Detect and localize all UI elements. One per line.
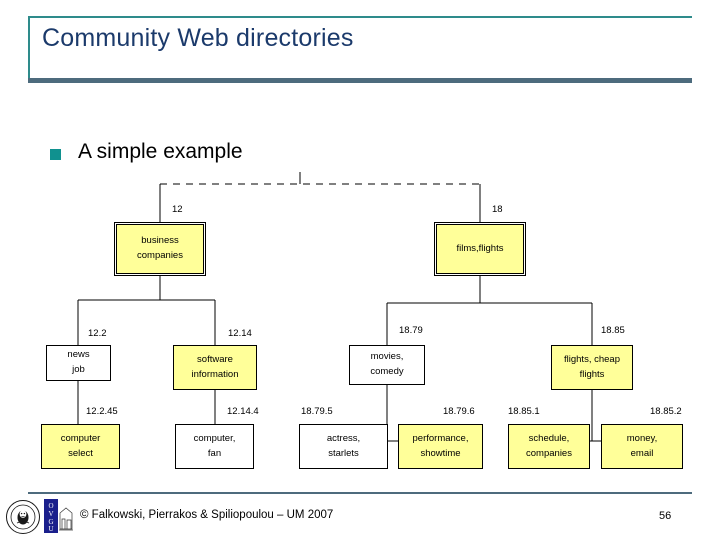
tree-node-12-2-45[interactable]: computer select xyxy=(41,424,120,469)
tree-node-18[interactable]: films,flights xyxy=(436,224,524,274)
bullet-square-icon xyxy=(50,148,61,160)
tree-node-label: computer, xyxy=(193,432,236,444)
tree-node-label: select xyxy=(68,447,93,459)
tree-node-label: business xyxy=(141,235,179,247)
tree-node-18-79[interactable]: movies, comedy xyxy=(349,345,425,385)
tree-node-label: schedule, xyxy=(528,432,570,444)
tree-node-label: comedy xyxy=(370,366,404,377)
footer-credit-text: © Falkowski, Pierrakos & Spiliopoulou – … xyxy=(80,509,334,521)
tree-node-label: email xyxy=(630,447,654,459)
tree-node-18-85-2[interactable]: money, email xyxy=(601,424,683,469)
tree-node-label: companies xyxy=(137,250,183,261)
edge-label-18: 18 xyxy=(492,204,503,215)
slide-title-bar: Community Web directories xyxy=(28,16,692,78)
tree-node-label: films,flights xyxy=(456,242,504,254)
edge-label-18-79-5: 18.79.5 xyxy=(301,406,333,417)
title-top-rule xyxy=(28,16,692,18)
page-number: 56 xyxy=(659,510,672,522)
tree-node-label: news xyxy=(67,349,90,361)
edge-label-18-85-2: 18.85.2 xyxy=(650,406,682,417)
edge-label-12-14-4: 12.14.4 xyxy=(227,406,259,417)
tree-node-label: information xyxy=(191,368,239,380)
edge-label-12-2: 12.2 xyxy=(88,328,107,339)
tree-node-label: computer xyxy=(60,432,101,444)
tree-node-label: performance, xyxy=(412,432,469,444)
svg-text:U: U xyxy=(48,525,53,533)
edge-label-18-79: 18.79 xyxy=(399,325,423,336)
tree-node-label: starlets xyxy=(328,447,359,459)
tree-node-18-79-5[interactable]: actress, starlets xyxy=(299,424,388,469)
svg-text:V: V xyxy=(48,510,53,518)
edge-label-18-85-1: 18.85.1 xyxy=(508,406,540,417)
footer-rule xyxy=(28,492,692,494)
tree-node-label: flights, cheap xyxy=(564,353,620,365)
tree-node-label: fan xyxy=(207,447,222,459)
university-seal-logo xyxy=(6,500,40,534)
title-left-accent-rule xyxy=(28,16,30,78)
tree-node-18-79-6[interactable]: performance, showtime xyxy=(398,424,483,469)
tree-node-12-14[interactable]: software information xyxy=(173,345,257,390)
tree-node-label: job xyxy=(72,364,85,375)
tree-node-label: showtime xyxy=(420,447,461,459)
tree-node-12[interactable]: business companies xyxy=(116,224,204,274)
bullet-item: A simple example xyxy=(50,140,243,164)
svg-text:O: O xyxy=(48,502,53,510)
tree-node-label: movies, xyxy=(370,351,404,363)
tree-node-12-2[interactable]: news job xyxy=(46,345,111,381)
tree-node-label: actress, xyxy=(326,432,361,444)
university-wordmark-logo: O V G U xyxy=(44,499,74,533)
tree-node-18-85[interactable]: flights, cheap flights xyxy=(551,345,633,390)
tree-node-12-14-4[interactable]: computer, fan xyxy=(175,424,254,469)
edge-label-12-2-45: 12.2.45 xyxy=(86,406,118,417)
bullet-item-label: A simple example xyxy=(78,140,243,163)
edge-label-12: 12 xyxy=(172,204,183,215)
page-title: Community Web directories xyxy=(42,24,354,52)
tree-node-label: companies xyxy=(526,447,572,459)
tree-node-label: flights xyxy=(579,368,605,380)
edge-label-18-85: 18.85 xyxy=(601,325,625,336)
tree-node-18-85-1[interactable]: schedule, companies xyxy=(508,424,590,469)
tree-node-label: money, xyxy=(626,432,658,444)
tree-node-label: software xyxy=(197,353,233,365)
svg-text:G: G xyxy=(48,518,53,526)
title-bottom-bar xyxy=(28,78,692,83)
edge-label-18-79-6: 18.79.6 xyxy=(443,406,475,417)
edge-label-12-14: 12.14 xyxy=(228,328,252,339)
